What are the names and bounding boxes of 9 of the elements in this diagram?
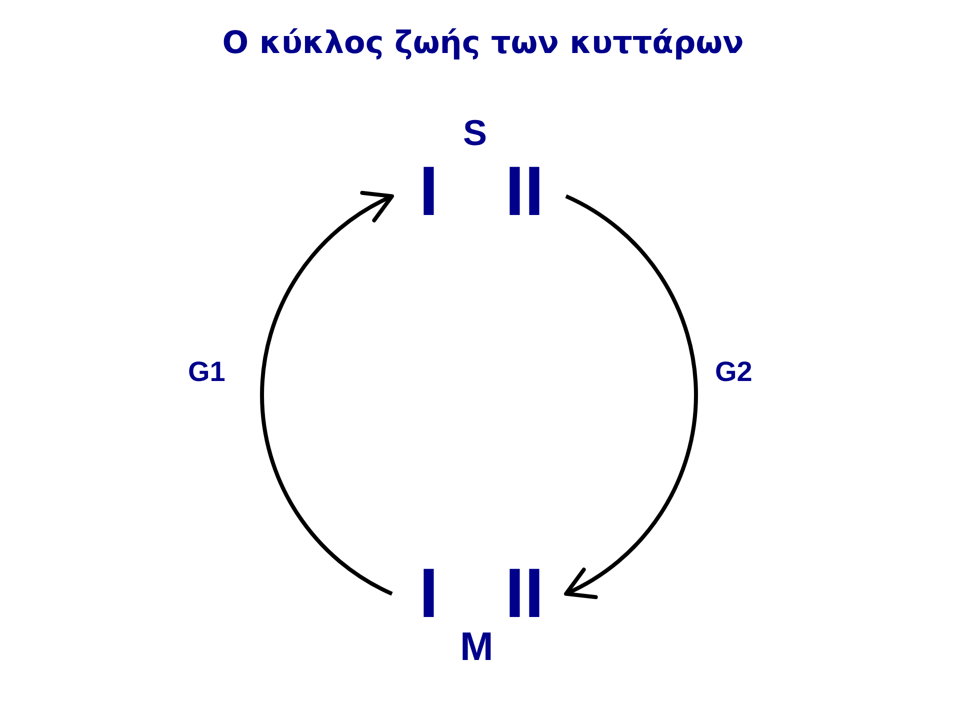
roman-numeral: I: [419, 558, 438, 628]
roman-numeral: II: [505, 156, 544, 226]
phase-label: M: [460, 627, 494, 667]
arrow: [564, 194, 698, 598]
arrow: [260, 192, 394, 596]
phase-label: S: [463, 115, 488, 151]
title: Ο κύκλος ζωής των κυττάρων: [222, 28, 744, 59]
roman-numeral: I: [419, 156, 438, 226]
roman-numeral: II: [505, 558, 544, 628]
